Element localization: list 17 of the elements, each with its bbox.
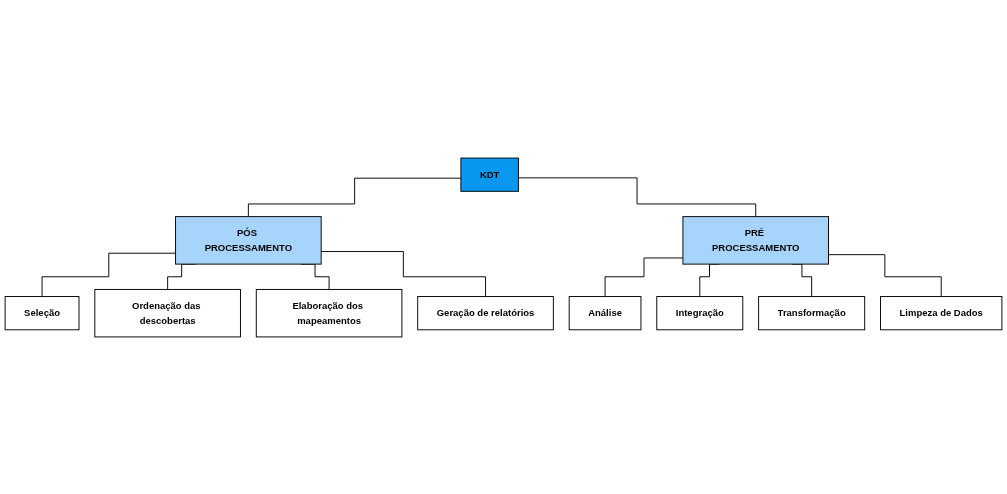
connector	[320, 250, 486, 297]
connector	[41, 252, 177, 297]
connector	[604, 257, 684, 297]
node-box: Elaboração dos mapeamentos	[255, 288, 403, 337]
node-box: Geração de relatórios	[417, 295, 554, 330]
node-box: Análise	[568, 295, 642, 330]
node-box: PÓS PROCESSAMENTO	[175, 215, 322, 265]
node-box: Ordenação das descobertas	[94, 288, 241, 337]
node-box: PRÉ PROCESSAMENTO	[682, 215, 829, 265]
node-box: Limpeza de Dados	[880, 295, 1003, 330]
connector	[247, 177, 462, 217]
connector	[517, 176, 757, 217]
node-box: KDT	[460, 157, 519, 192]
connector	[828, 253, 942, 297]
node-box: Transformação	[758, 295, 866, 330]
node-box: Integração	[656, 295, 744, 330]
node-box: Seleção	[4, 295, 80, 330]
